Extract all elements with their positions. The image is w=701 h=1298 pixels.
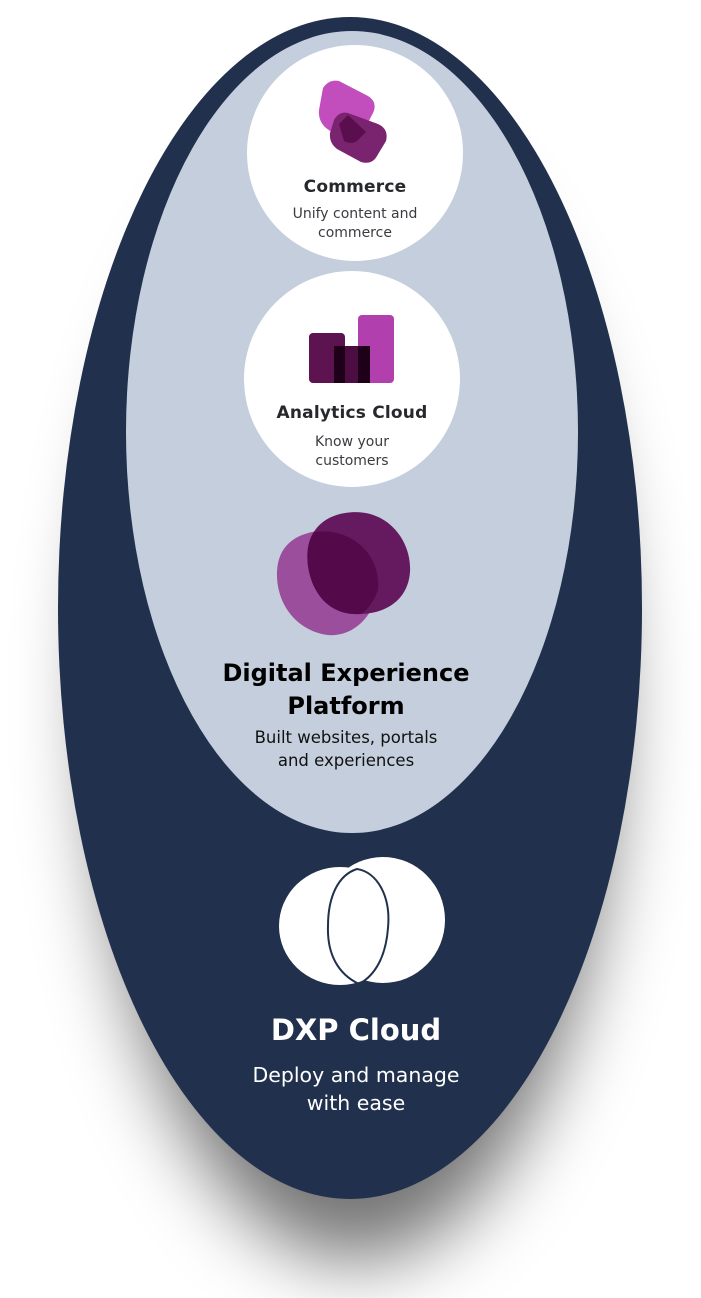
dxp-title: Digital Experience Platform [186, 657, 506, 723]
commerce-desc-line2: commerce [318, 225, 392, 241]
dxp-description: Built websites, portals and experiences [206, 726, 486, 772]
dxp-desc-line1: Built websites, portals [254, 728, 438, 747]
analytics-desc-line2: customers [315, 453, 389, 469]
commerce-title: Commerce [303, 177, 407, 197]
analytics-title: Analytics Cloud [276, 403, 428, 423]
analytics-bars-icon [309, 315, 394, 383]
commerce-description: Unify content and commerce [255, 205, 455, 243]
analytics-desc-line1: Know your [315, 434, 389, 450]
commerce-tiles-icon [318, 80, 387, 163]
overlapping-circles-icon [279, 857, 445, 986]
dxp-desc-line2: and experiences [277, 751, 415, 770]
dxp-title-line2: Platform [287, 692, 405, 720]
dxp-cloud-description: Deploy and manage with ease [206, 1061, 506, 1117]
commerce-desc-line1: Unify content and [292, 206, 418, 222]
dxp-cloud-desc-line1: Deploy and manage [252, 1063, 460, 1087]
dxp-title-line1: Digital Experience [222, 659, 470, 687]
analytics-description: Know your customers [252, 433, 452, 471]
overlapping-blobs-icon [276, 512, 411, 636]
dxp-cloud-desc-line2: with ease [306, 1091, 406, 1115]
dxp-cloud-title: DXP Cloud [270, 1013, 442, 1047]
